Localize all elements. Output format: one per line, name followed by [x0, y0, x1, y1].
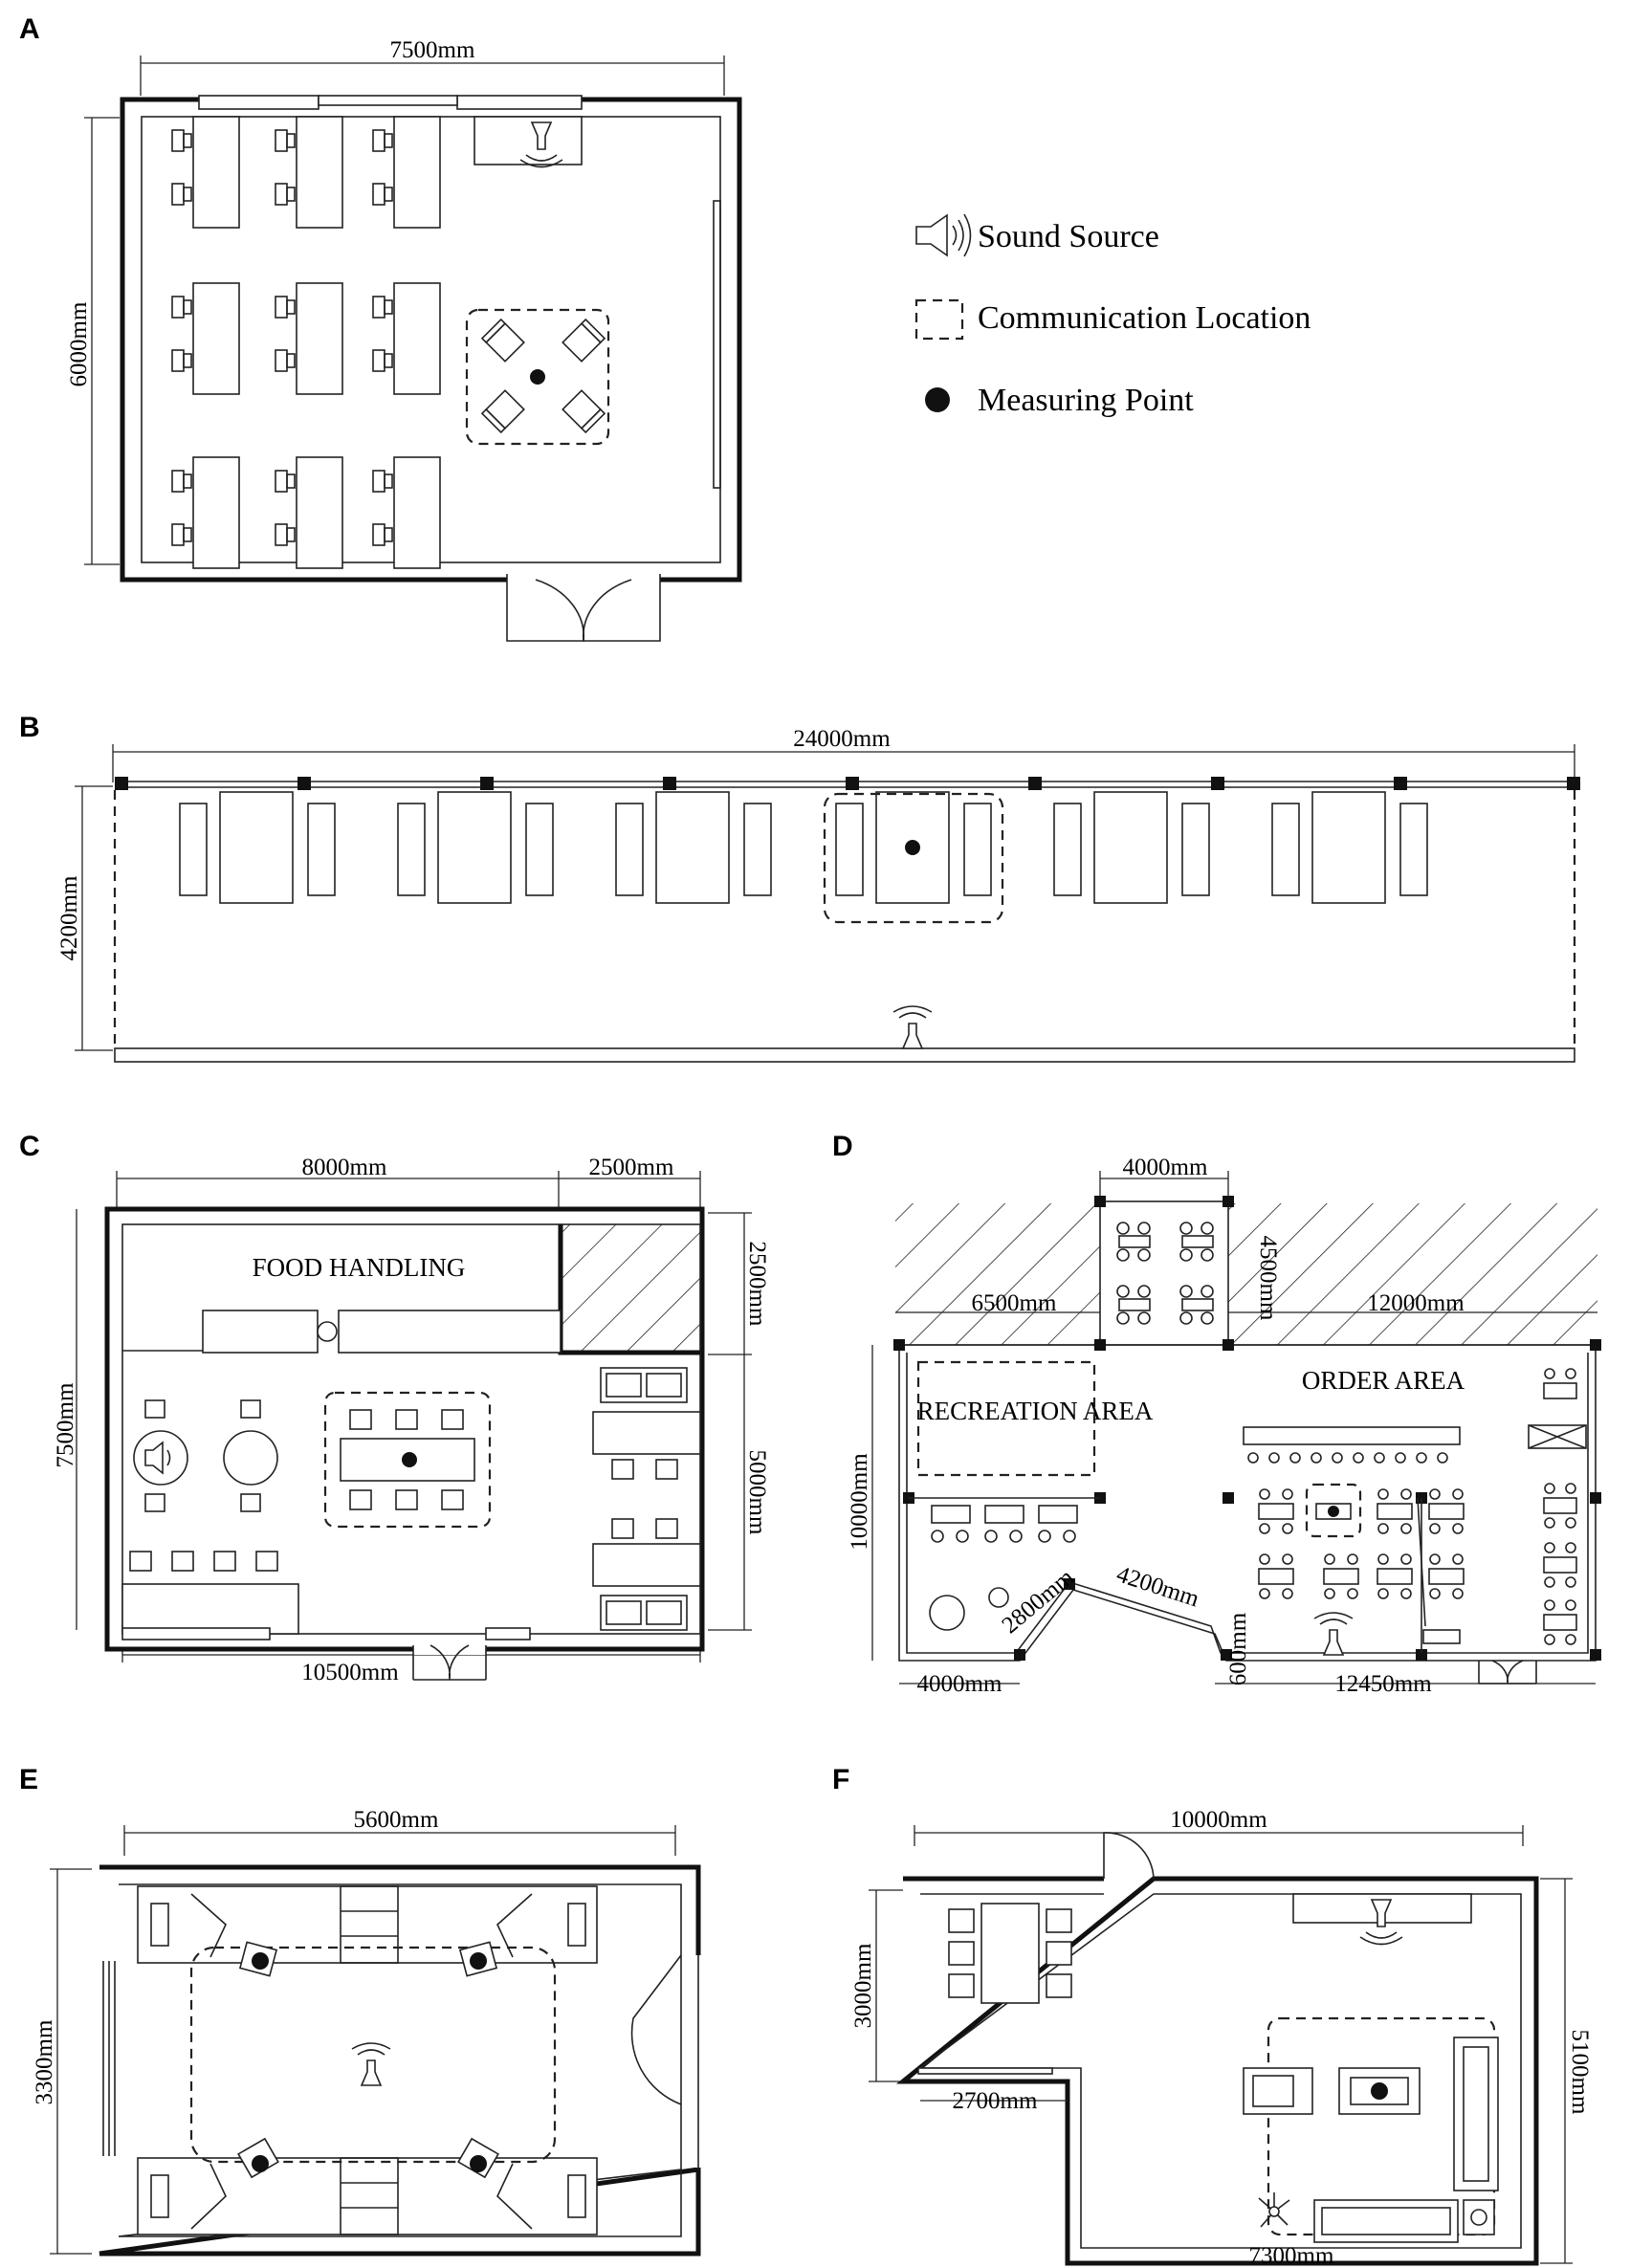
dashed-box-icon: [914, 298, 964, 341]
measuring-point-d: [1328, 1506, 1339, 1517]
legend-sound-source: Sound Source: [978, 219, 1159, 254]
legend: Sound Source Communication Location Meas…: [914, 213, 1311, 418]
measuring-point-f: [1371, 2082, 1388, 2100]
dim-top-f: 10000mm: [1170, 1807, 1267, 1833]
measuring-point-c: [402, 1452, 417, 1467]
legend-communication-location: Communication Location: [978, 300, 1311, 336]
communication-location-a: [465, 308, 610, 446]
dim-inner-f: 2700mm: [953, 2088, 1038, 2114]
panel-letter-c: C: [19, 1131, 40, 1162]
panel-c: C 8000mm 2500mm 7500mm 2500mm 5000mm 105…: [19, 1131, 770, 1685]
dim-left-top-d: 6500mm: [972, 1290, 1057, 1316]
label-food-handling: FOOD HANDLING: [253, 1253, 466, 1282]
panel-letter-e: E: [19, 1764, 38, 1795]
panel-letter-a: A: [19, 13, 40, 45]
dim-top-right-c: 2500mm: [589, 1155, 674, 1180]
dim-width-e: 5600mm: [354, 1807, 439, 1833]
dim-top-d: 4000mm: [1123, 1155, 1208, 1180]
sound-source-d: [1313, 1612, 1354, 1656]
panel-letter-d: D: [832, 1131, 853, 1162]
speaker-icon: [915, 213, 972, 257]
dim-left-d: 10000mm: [847, 1453, 872, 1551]
dim-bottom-left-d: 4000mm: [917, 1671, 1002, 1697]
panel-b: B 24000mm 4200mm: [19, 712, 1580, 1063]
dim-width-b: 24000mm: [793, 726, 891, 752]
dim-bottom-right-d: 12450mm: [1334, 1671, 1432, 1697]
label-recreation-area: RECREATION AREA: [917, 1397, 1154, 1425]
dim-small-d: 600mm: [1225, 1612, 1251, 1685]
legend-measuring-point: Measuring Point: [978, 383, 1194, 418]
measuring-point-a: [530, 369, 545, 385]
panel-letter-f: F: [832, 1764, 849, 1795]
dim-height-a: 6000mm: [66, 301, 92, 386]
dim-right-bottom-c: 5000mm: [744, 1450, 770, 1535]
panel-e: E 5600mm 3300mm: [19, 1764, 704, 2257]
dim-right-top-d: 12000mm: [1367, 1290, 1465, 1316]
dim-top-left-c: 8000mm: [302, 1155, 387, 1180]
dim-left-f: 3000mm: [850, 1943, 876, 2028]
dim-height-e: 3300mm: [32, 2019, 57, 2104]
sound-source-e: [351, 2042, 391, 2086]
dot-icon: [925, 387, 950, 412]
dim-diag2-d: 4200mm: [1113, 1561, 1202, 1612]
dim-right-top-c: 2500mm: [744, 1242, 770, 1327]
dim-height-b: 4200mm: [56, 875, 82, 960]
sound-source-c: [144, 1441, 171, 1475]
dim-left-c: 7500mm: [53, 1382, 78, 1467]
sound-source-b: [892, 1005, 933, 1049]
communication-location-c: [323, 1391, 492, 1529]
communication-location-e: [189, 1946, 557, 2164]
dim-side-top-d: 4500mm: [1255, 1236, 1281, 1321]
panel-letter-b: B: [19, 712, 40, 743]
panel-a: A 7500mm 6000mm: [19, 13, 742, 642]
panel-d: D 4000mm 4500mm 6500mm 12000mm 10000mm: [832, 1131, 1601, 1697]
dim-bottom-c: 10500mm: [301, 1660, 399, 1685]
dim-diag1-d: 2800mm: [997, 1564, 1079, 1639]
measuring-point-b: [905, 840, 920, 855]
panel-f: F 10000mm 3000mm 2700mm 5100mm 7300mm: [832, 1764, 1593, 2268]
label-order-area: ORDER AREA: [1302, 1366, 1465, 1395]
communication-location-d: [1305, 1483, 1362, 1538]
dim-bottom-f: 7300mm: [1249, 2243, 1334, 2268]
dim-width-a: 7500mm: [390, 37, 475, 63]
dim-right-f: 5100mm: [1567, 2030, 1593, 2115]
